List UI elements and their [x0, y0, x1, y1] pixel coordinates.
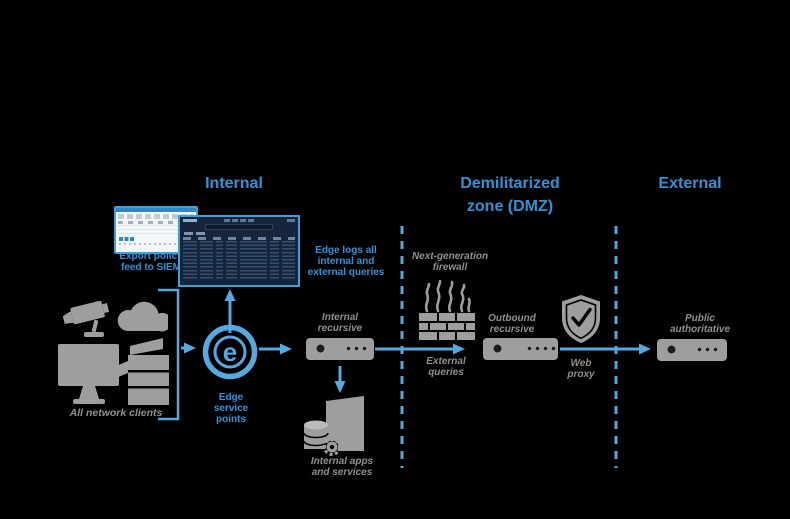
edge-service-points-icon: e — [202, 324, 258, 380]
app-logo — [183, 219, 197, 222]
public-authoritative-server-icon — [657, 339, 727, 361]
dns-query-log-screenshot — [178, 215, 300, 287]
clients-bracket — [158, 288, 180, 421]
label-all-network-clients: All network clients — [69, 407, 163, 419]
firewall-flames-icon — [419, 279, 475, 340]
server-tower-database-gear-icon — [303, 396, 364, 456]
label-internal-recursive: Internal recursive — [317, 312, 363, 334]
footer-dots — [119, 243, 193, 245]
log-table — [183, 237, 295, 279]
table-rows — [118, 225, 194, 236]
security-camera-icon — [62, 300, 110, 337]
shield-check-icon — [562, 295, 600, 343]
label-outbound-recursive: Outbound recursive — [488, 313, 536, 335]
window-titlebar — [116, 208, 196, 212]
zone-header-internal: Internal — [205, 175, 263, 192]
label-external-queries: External queries — [426, 356, 466, 378]
label-web-proxy: Web proxy — [567, 358, 595, 380]
log-table-header — [183, 237, 295, 240]
desktop-monitor-icon — [58, 344, 119, 404]
zone-header-external: External — [658, 175, 722, 192]
label-internal-apps-services: Internal apps and services — [310, 456, 374, 478]
table-header-row — [118, 221, 194, 224]
log-table-column-gaps — [183, 241, 295, 279]
edge-e-glyph: e — [223, 337, 237, 367]
search-bar — [204, 224, 274, 230]
cloud-icon — [117, 301, 168, 332]
label-public-authoritative: Public authoritative — [669, 313, 731, 335]
outbound-recursive-server-icon — [483, 338, 558, 360]
label-export-policy-feed: Export policy feed to SIEM — [119, 251, 183, 273]
label-edge-service-points: Edge service points — [213, 392, 249, 425]
window-headerbar — [180, 217, 298, 224]
zone-header-dmz: Demilitarized zone (DMZ) — [460, 175, 560, 215]
printer-icon — [116, 338, 169, 405]
label-next-generation-firewall: Next-generation firewall — [411, 251, 489, 273]
header-buttons — [224, 219, 254, 222]
blue-bar-widgets — [119, 237, 134, 241]
label-edge-logs-queries: Edge logs all internal and external quer… — [307, 245, 385, 278]
window-controls — [287, 219, 295, 222]
tab-bar — [184, 232, 208, 235]
internal-recursive-server-icon — [306, 338, 374, 360]
window-toolbar — [118, 214, 194, 219]
